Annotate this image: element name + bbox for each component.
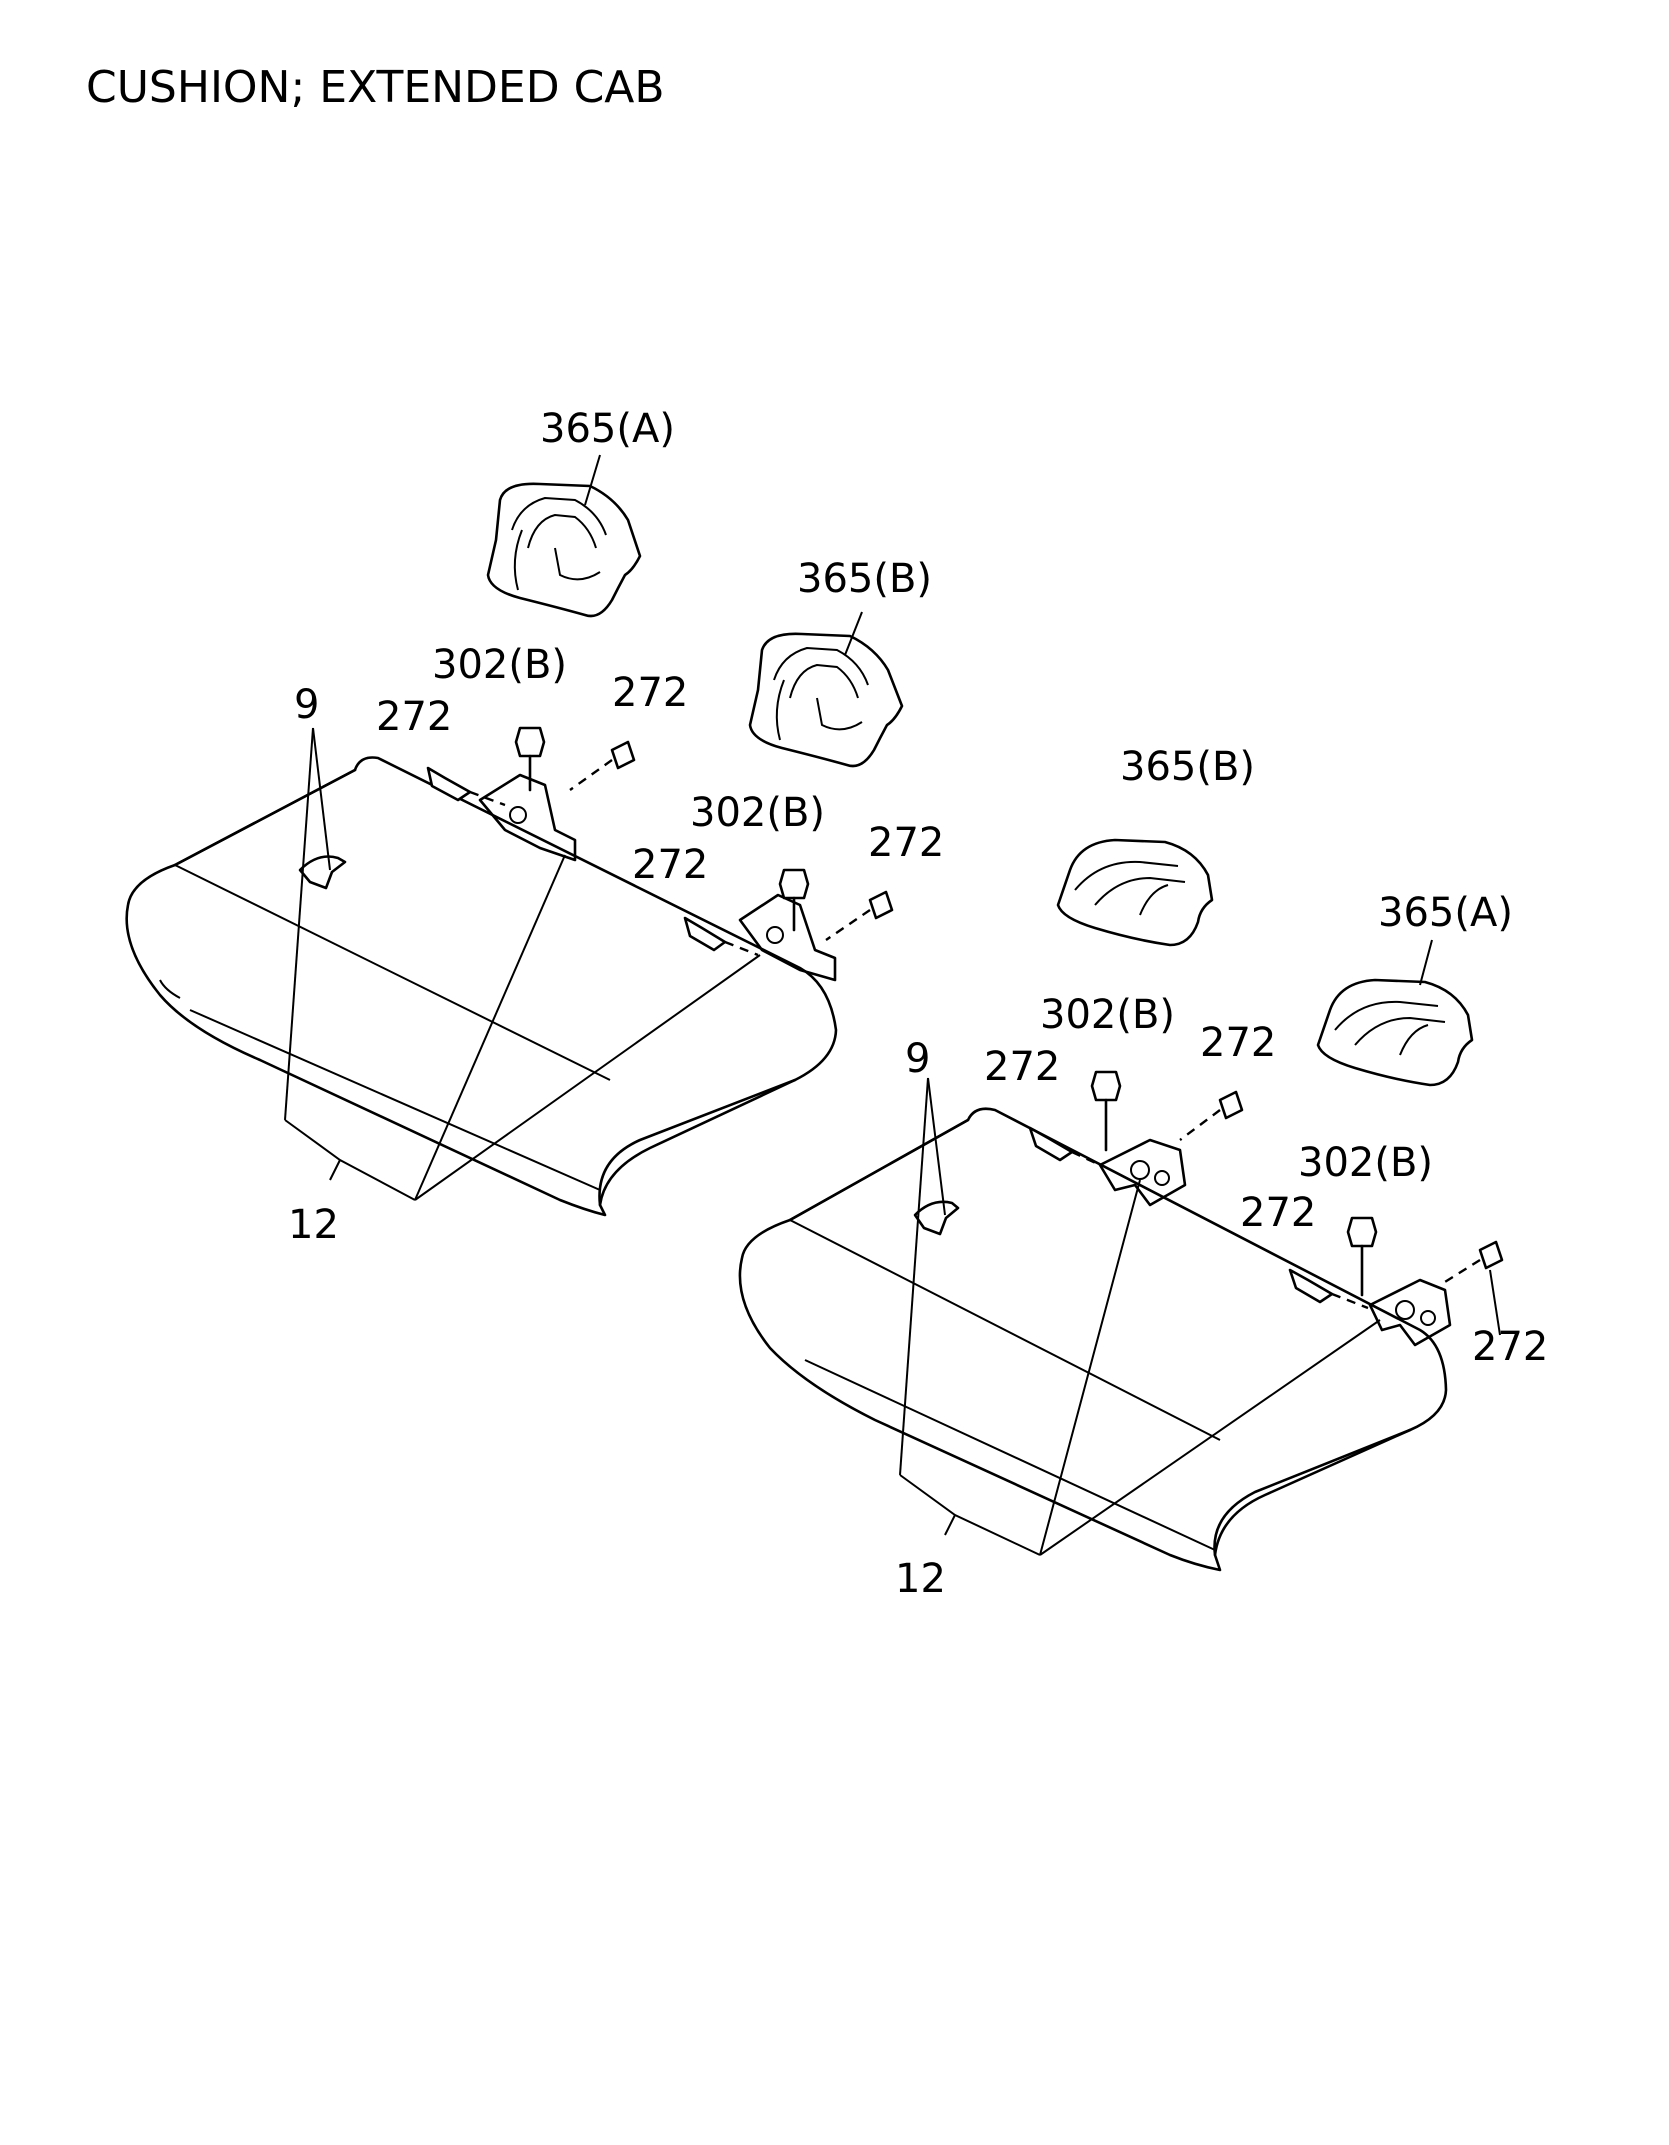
label-left-bolt-1: 272 bbox=[376, 694, 452, 740]
right-assembly bbox=[738, 838, 1504, 1572]
page-title: CUSHION; EXTENDED CAB bbox=[86, 62, 665, 113]
left-cover-b bbox=[748, 632, 904, 768]
label-left-cover-a: 365(A) bbox=[540, 406, 675, 452]
label-right-bolt-2: 272 bbox=[1200, 1020, 1276, 1066]
label-right-nut-1: 302(B) bbox=[1040, 992, 1175, 1038]
right-seat-cushion bbox=[738, 1107, 1452, 1572]
right-cover-a bbox=[1316, 978, 1474, 1087]
label-left-bolt-4: 272 bbox=[868, 820, 944, 866]
label-right-bolt-3: 272 bbox=[1240, 1190, 1316, 1236]
left-cover-a bbox=[486, 482, 642, 618]
left-part-labels: 365(A) 365(B) 302(B) 272 272 9 302(B) 27… bbox=[288, 406, 944, 1248]
label-right-cover-b: 365(B) bbox=[1120, 744, 1255, 790]
label-left-nut-1: 302(B) bbox=[432, 642, 567, 688]
label-right-bolt-4: 272 bbox=[1472, 1324, 1548, 1370]
label-left-nut-2: 302(B) bbox=[690, 790, 825, 836]
label-left-bolt-2: 272 bbox=[612, 670, 688, 716]
label-right-cushion: 12 bbox=[895, 1556, 946, 1602]
label-left-clip: 9 bbox=[294, 682, 319, 728]
label-right-clip: 9 bbox=[905, 1036, 930, 1082]
left-leader-lines bbox=[284, 454, 863, 1201]
left-assembly bbox=[125, 454, 904, 1217]
label-left-bolt-3: 272 bbox=[632, 842, 708, 888]
right-leader-lines bbox=[899, 939, 1501, 1556]
label-left-cover-b: 365(B) bbox=[797, 556, 932, 602]
right-cover-b bbox=[1056, 838, 1214, 947]
label-right-bolt-1: 272 bbox=[984, 1044, 1060, 1090]
label-right-cover-a: 365(A) bbox=[1378, 890, 1513, 936]
left-seat-cushion bbox=[125, 756, 838, 1217]
right-fasteners bbox=[1028, 1070, 1504, 1310]
left-fasteners bbox=[426, 726, 894, 957]
right-part-labels: 365(B) 365(A) 302(B) 272 272 9 302(B) 27… bbox=[895, 744, 1548, 1602]
label-left-cushion: 12 bbox=[288, 1202, 339, 1248]
label-right-nut-2: 302(B) bbox=[1298, 1140, 1433, 1186]
